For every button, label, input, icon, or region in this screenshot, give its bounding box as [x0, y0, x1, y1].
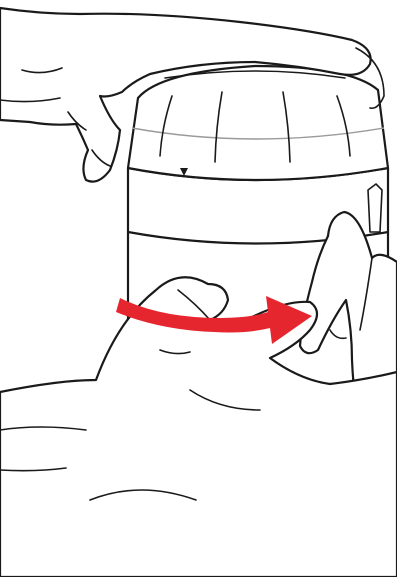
lid-dome [128, 66, 388, 180]
